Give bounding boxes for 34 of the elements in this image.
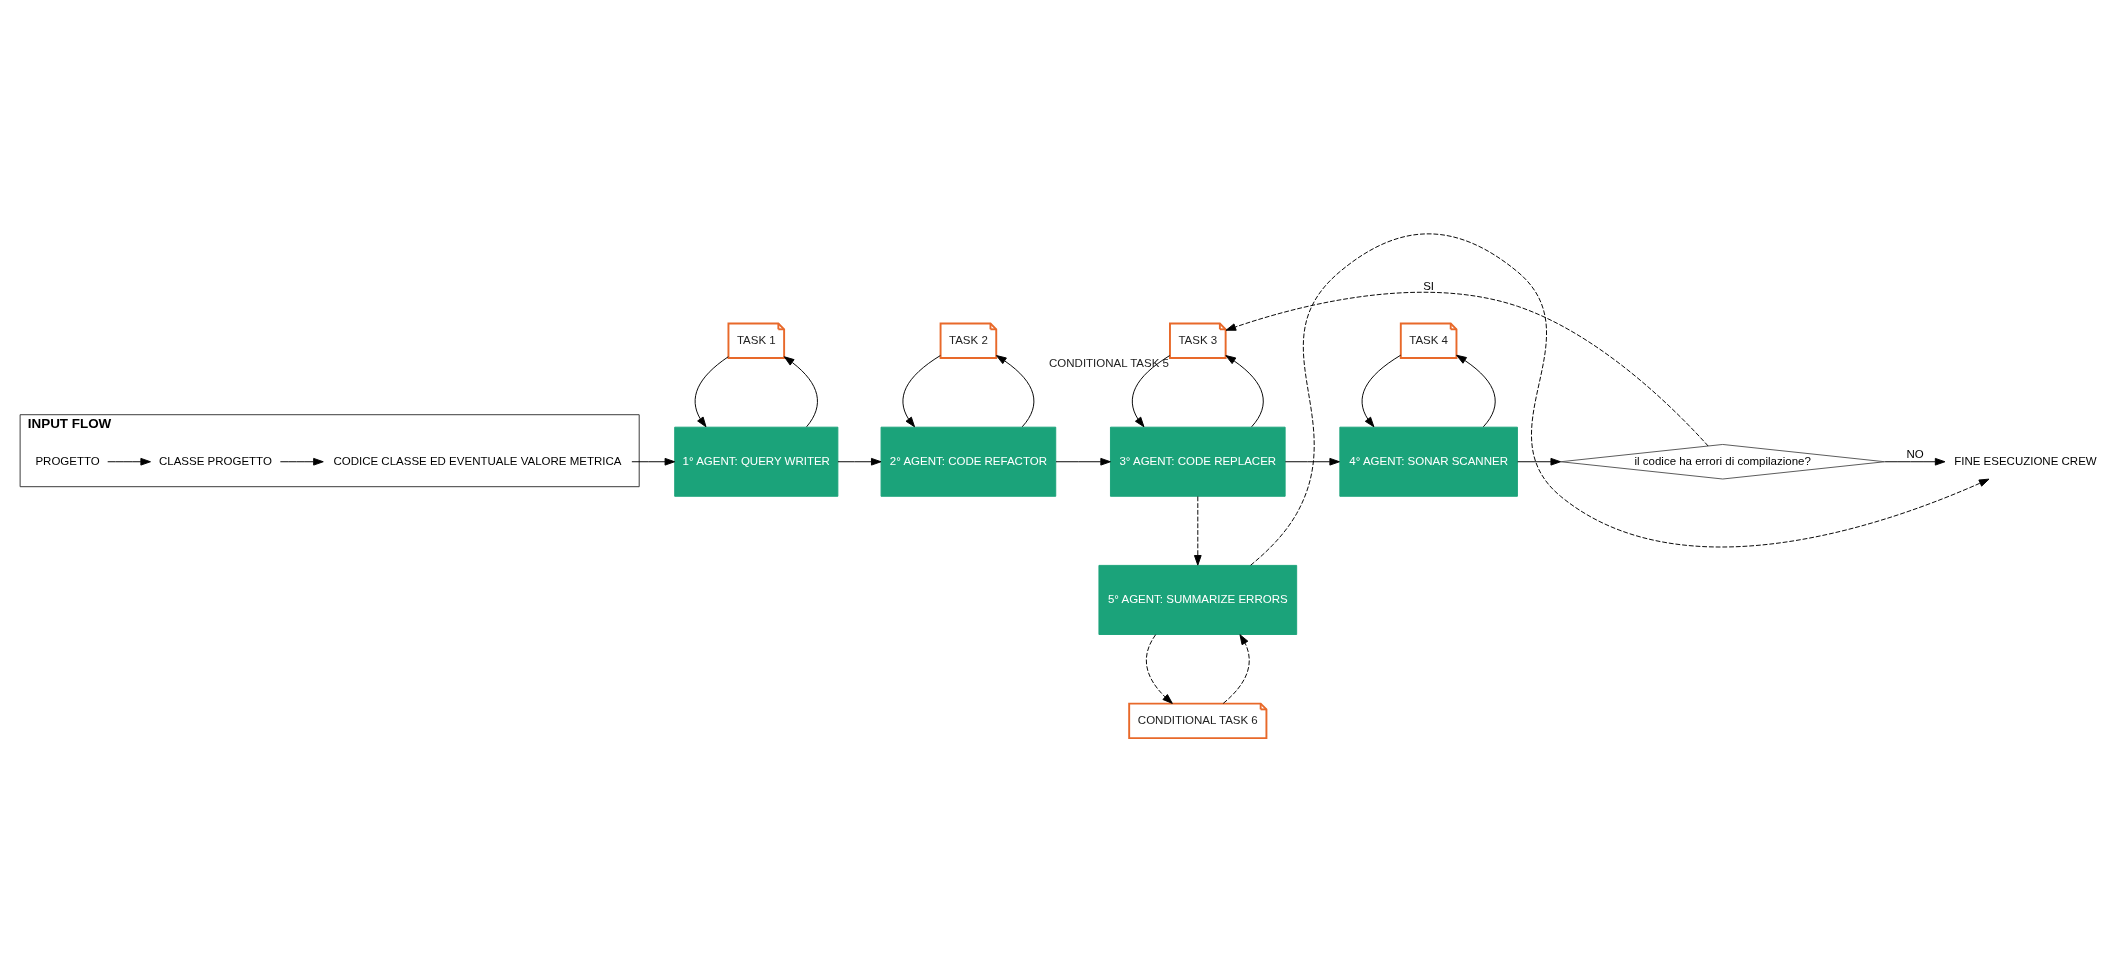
node-text: FINE ESECUZIONE CREW xyxy=(1954,454,2097,467)
node-box: 1° AGENT: QUERY WRITER xyxy=(674,426,839,497)
node-box: 4° AGENT: SONAR SCANNER xyxy=(1339,426,1518,497)
arrow xyxy=(783,356,818,428)
node-label: CONDITIONAL TASK 5 xyxy=(1049,357,1169,370)
node-text: PROGETTO xyxy=(35,454,100,467)
arrow xyxy=(1884,457,1946,466)
arrow xyxy=(1284,457,1340,466)
arrow xyxy=(1222,634,1250,704)
arrow xyxy=(1361,354,1402,428)
edge-label: SI xyxy=(1423,279,1435,292)
node-box: 2° AGENT: CODE REFACTOR xyxy=(880,426,1057,497)
arrow xyxy=(1225,355,1264,428)
arrow xyxy=(694,356,729,428)
arrow xyxy=(631,457,676,466)
arrow xyxy=(1193,496,1202,566)
arrow xyxy=(902,355,941,428)
arrow xyxy=(1250,233,1990,566)
node-diamond: il codice ha errori di compilazione? xyxy=(1560,443,1886,480)
arrow xyxy=(996,355,1035,428)
arrow xyxy=(1225,291,1709,447)
arrow xyxy=(279,457,324,466)
arrow xyxy=(1145,634,1173,704)
node-text: CODICE CLASSE ED EVENTUALE VALORE METRICA xyxy=(333,454,622,467)
arrow xyxy=(107,457,151,466)
node-box: 5° AGENT: SUMMARIZE ERRORS xyxy=(1098,564,1298,635)
arrow xyxy=(1131,355,1171,428)
arrow xyxy=(1517,457,1562,466)
node-text: CLASSE PROGETTO xyxy=(158,454,272,467)
node-box: 3° AGENT: CODE REPLACER xyxy=(1110,426,1286,497)
edge-label: NO xyxy=(1906,448,1924,461)
arrow xyxy=(1456,354,1496,428)
arrow xyxy=(837,457,882,466)
arrow xyxy=(1055,457,1111,466)
